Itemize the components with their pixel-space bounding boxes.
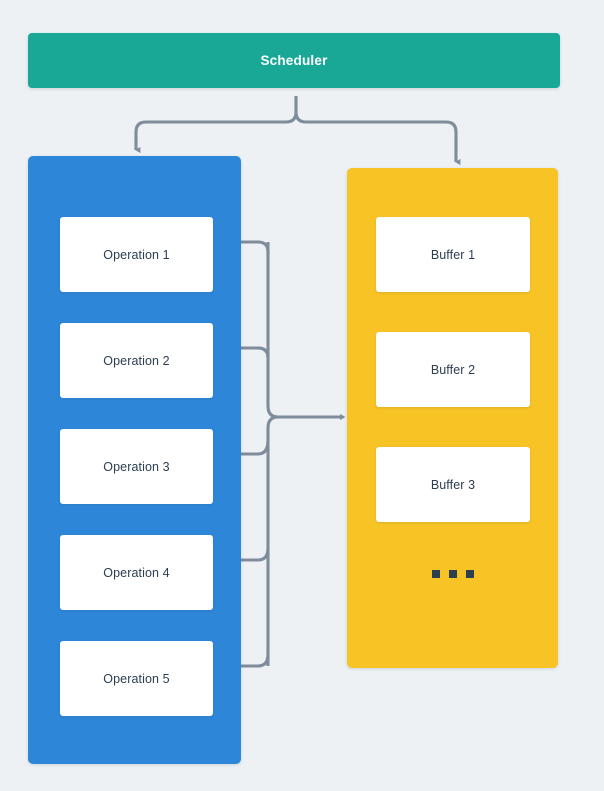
operation-card-label: Operation 3 [103, 459, 170, 474]
operation-card-label: Operation 1 [103, 247, 170, 262]
ellipsis-dot [431, 570, 440, 578]
operation-card-label: Operation 4 [103, 565, 170, 580]
scheduler-label: Scheduler [260, 53, 328, 68]
buffer-card-2[interactable]: Buffer 2 [376, 332, 530, 407]
buffer-card-1[interactable]: Buffer 1 [376, 217, 530, 292]
operations-panel: Operation 1 Operation 2 Operation 3 Oper… [28, 156, 241, 764]
operation-card-1[interactable]: Operation 1 [60, 217, 213, 292]
operation-card-label: Operation 5 [103, 671, 170, 686]
ellipsis-dot [465, 570, 474, 578]
buffer-card-label: Buffer 3 [430, 477, 476, 492]
operation-card-4[interactable]: Operation 4 [60, 535, 213, 610]
operation-card-2[interactable]: Operation 2 [60, 323, 213, 398]
buffer-card-3[interactable]: Buffer 3 [376, 447, 530, 522]
operation-card-5[interactable]: Operation 5 [60, 641, 213, 716]
buffers-panel: Buffer 1 Buffer 2 Buffer 3 [347, 168, 558, 668]
scheduler-to-operations-arrow [134, 111, 298, 154]
scheduler-banner[interactable]: Scheduler [28, 33, 560, 88]
buffer-card-label: Buffer 2 [430, 362, 476, 377]
bus-junction-lower-curve [266, 415, 279, 429]
operation-card-label: Operation 2 [103, 353, 170, 368]
bus-to-buffers-arrow [266, 405, 346, 421]
buffers-more-ellipsis-icon [347, 567, 558, 581]
operation-card-3[interactable]: Operation 3 [60, 429, 213, 504]
buffer-card-label: Buffer 1 [430, 247, 476, 262]
scheduler-to-buffers-arrow [294, 111, 461, 166]
ellipsis-dot [448, 570, 457, 578]
